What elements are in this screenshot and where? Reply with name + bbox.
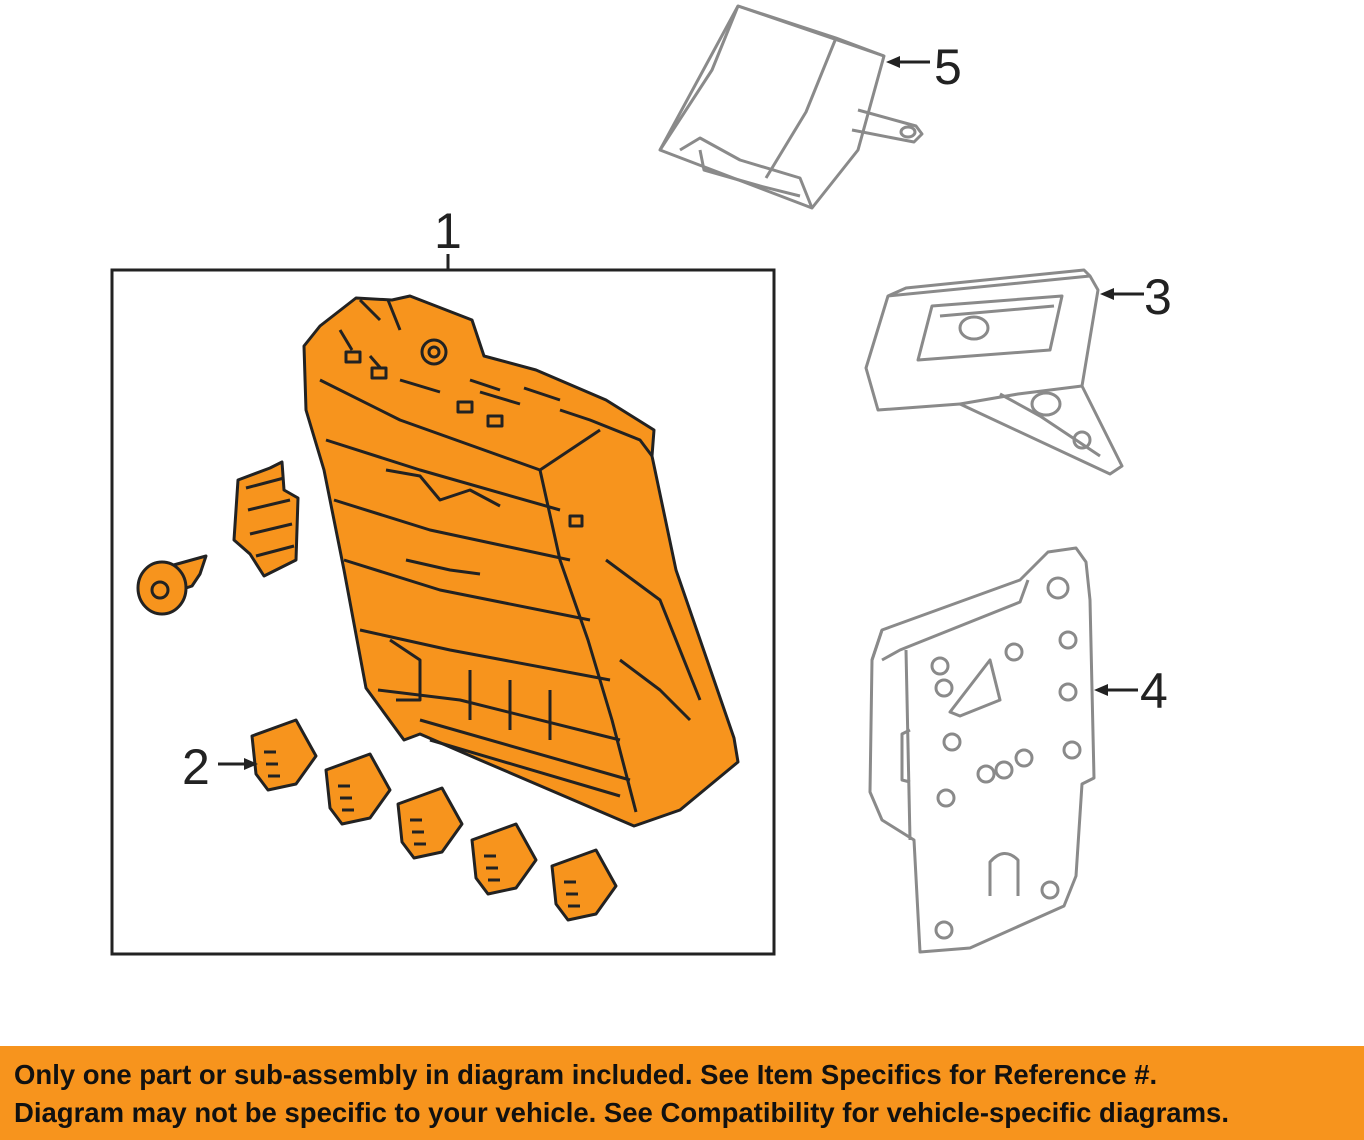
part-3-mounting-bracket [864,268,1124,476]
part-2-connector-1 [250,718,318,792]
callout-arrows [218,56,1144,770]
part-1-screw [136,554,208,616]
callout-3: 3 [1144,269,1172,325]
disclaimer-line-2: Diagram may not be specific to your vehi… [14,1097,1229,1128]
part-2-connector-3 [396,786,464,860]
part-1-fuse-box [302,294,740,828]
callout-5: 5 [934,39,962,95]
part-2-connector-4 [470,822,538,896]
part-4-module-bracket [868,546,1096,954]
callout-4: 4 [1140,663,1168,719]
part-2-connector-2 [324,752,392,826]
callout-1: 1 [434,203,462,259]
part-2-connector-5 [550,848,618,922]
part-1-group-box [110,268,776,956]
part-5-relay-bracket [658,4,924,210]
part-1-clip [232,460,300,578]
disclaimer-line-1: Only one part or sub-assembly in diagram… [14,1059,1158,1090]
callout-2: 2 [182,739,210,795]
disclaimer-banner: Only one part or sub-assembly in diagram… [0,1046,1364,1140]
parts-diagram: 1 2 3 4 5 [110,4,1172,956]
